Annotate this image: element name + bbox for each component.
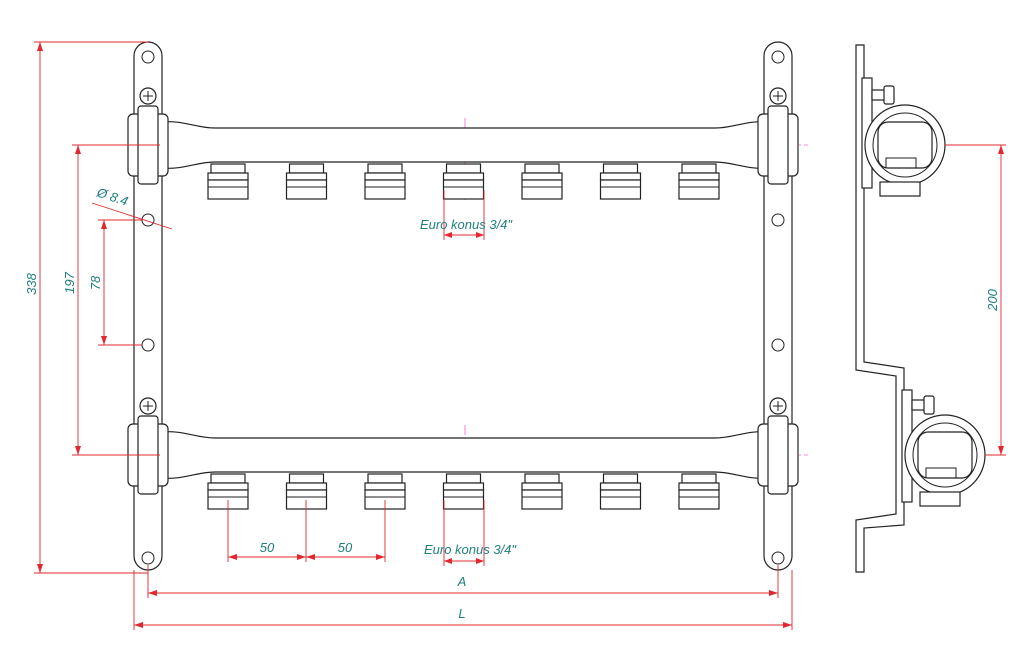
outlet-fitting (364, 163, 406, 200)
hole-spacing-label: 78 (88, 275, 103, 290)
outlet-fitting (442, 473, 485, 510)
outlet-fitting (207, 473, 249, 510)
mounting-hole (771, 213, 785, 227)
front-view (127, 41, 799, 571)
bottom-outlets (207, 473, 720, 510)
dimension-lines (34, 41, 1006, 630)
mounting-hole (141, 551, 155, 565)
mounting-hole (771, 338, 785, 352)
outlet-fitting (285, 473, 328, 510)
outlet-thread-label-top: Euro konus 3/4" (420, 217, 513, 232)
outlet-pitch-label-2: 50 (338, 540, 353, 555)
top-outlets (207, 163, 720, 200)
clamp-screws (139, 87, 787, 415)
mounting-hole (771, 50, 785, 64)
side-clamp-screw-bottom (911, 395, 935, 415)
top-header-pipe (159, 121, 771, 169)
dimension-arrows (37, 42, 1004, 628)
outlet-fitting (678, 163, 720, 200)
outlet-fitting (207, 163, 249, 200)
side-view (855, 44, 986, 573)
outlet-fitting (285, 163, 328, 200)
outlet-thread-label-bottom: Euro konus 3/4" (424, 542, 517, 557)
outlet-fitting (521, 473, 563, 510)
bracket-hole-distance-label: A (457, 574, 467, 589)
outlet-pitch-label-1: 50 (260, 540, 275, 555)
side-clamp-screw-top (871, 85, 895, 105)
outlet-fitting (599, 473, 642, 510)
dimension-labels: 338 197 78 Ø 8.4 50 50 Euro konus 3/4" E… (24, 184, 1000, 621)
bottom-header-pipe (159, 431, 771, 479)
outlet-fitting (678, 473, 720, 510)
side-pipe-bottom (904, 414, 986, 507)
overall-length-label: L (458, 606, 465, 621)
header-spacing-label: 197 (62, 271, 77, 293)
mounting-hole (771, 551, 785, 565)
side-pipe-top (864, 104, 946, 197)
outlet-fitting (442, 163, 485, 200)
side-bracket (855, 44, 905, 573)
outlet-fitting (521, 163, 563, 200)
outlet-fitting (364, 473, 406, 510)
mounting-hole (141, 50, 155, 64)
outlet-fitting (599, 163, 642, 200)
side-header-spacing-label: 200 (985, 288, 1000, 311)
overall-height-label: 338 (24, 272, 39, 294)
